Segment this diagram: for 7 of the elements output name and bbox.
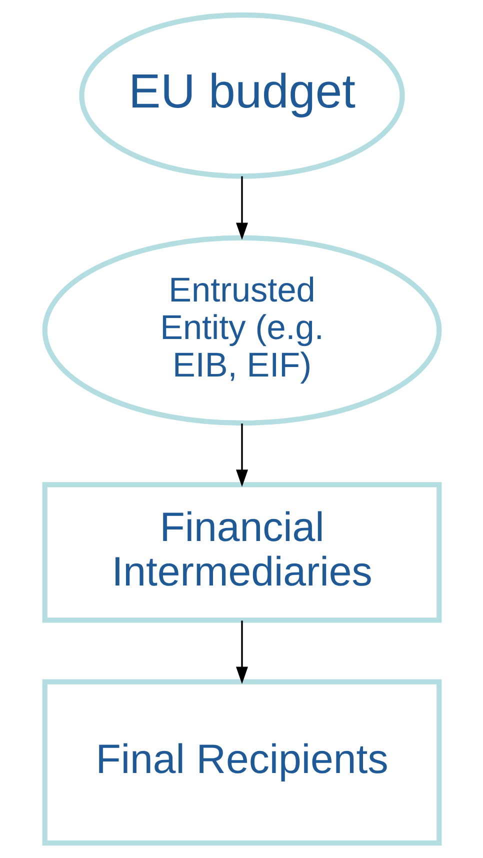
node-box: Financial Intermediaries [42, 482, 442, 623]
node-ellipse: Entrusted Entity (e.g. EIB, EIF) [42, 235, 442, 426]
arrow [236, 176, 248, 240]
arrow [236, 424, 248, 487]
node-box: Final Recipients [42, 679, 442, 846]
arrow [236, 620, 248, 684]
node-ellipse: EU budget [78, 12, 404, 179]
